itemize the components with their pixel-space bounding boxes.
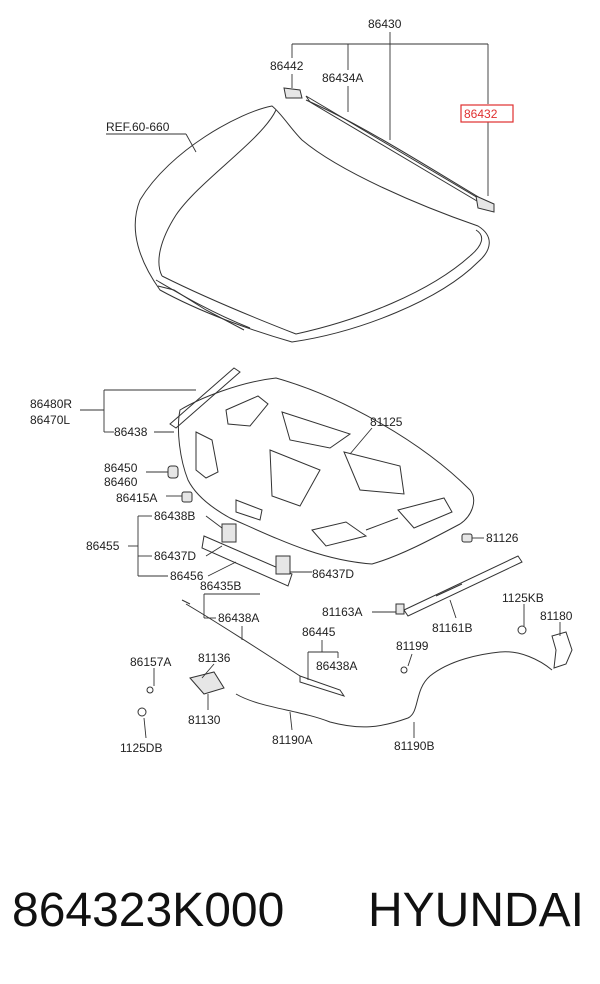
label-86480R[interactable]: 86480R: [30, 397, 72, 411]
label-86437D-left[interactable]: 86437D: [154, 549, 196, 563]
label-81130[interactable]: 81130: [188, 713, 221, 727]
label-81190B[interactable]: 81190B: [394, 739, 434, 753]
label-81161B[interactable]: 81161B: [432, 621, 472, 635]
hood-panel: [134, 87, 495, 343]
hood-inner-panel: [177, 377, 475, 565]
label-86438A-right[interactable]: 86438A: [316, 659, 357, 673]
label-86438B[interactable]: 86438B: [154, 509, 195, 523]
cowl-seal: [201, 523, 293, 587]
label-86445[interactable]: 86445: [302, 625, 336, 639]
label-81163A[interactable]: 81163A: [322, 605, 362, 619]
label-86437D-right[interactable]: 86437D: [312, 567, 354, 581]
label-81136[interactable]: 81136: [198, 651, 231, 665]
part-labels: 86430 86442 86434A 86432 REF.60-660 8648…: [30, 17, 573, 755]
label-86450[interactable]: 86450: [104, 461, 138, 475]
hood-bumper-86450: [167, 465, 179, 479]
label-86442[interactable]: 86442: [270, 59, 304, 73]
label-86157A[interactable]: 86157A: [130, 655, 171, 669]
hood-bumper-86415A: [181, 491, 193, 503]
leader-lines: [80, 32, 561, 739]
hood-rod: [181, 599, 346, 697]
label-81125[interactable]: 81125: [370, 415, 403, 429]
hood-lift-support: [395, 555, 523, 617]
clip-81126: [461, 533, 473, 543]
label-86432[interactable]: 86432: [464, 107, 498, 121]
label-ref-60-660[interactable]: REF.60-660: [106, 120, 170, 134]
label-81180[interactable]: 81180: [540, 609, 573, 623]
label-86415A[interactable]: 86415A: [116, 491, 157, 505]
label-1125KB[interactable]: 1125KB: [502, 591, 544, 605]
hood-hinge: [517, 625, 573, 669]
brand-caption: HYUNDAI: [367, 884, 584, 937]
weatherstrip: [169, 367, 241, 429]
highlight-box-86432: [460, 104, 514, 123]
label-81190A[interactable]: 81190A: [272, 733, 312, 747]
label-86435B[interactable]: 86435B: [200, 579, 241, 593]
label-86430[interactable]: 86430: [368, 17, 402, 31]
label-86460[interactable]: 86460: [104, 475, 138, 489]
label-81126[interactable]: 81126: [486, 531, 519, 545]
label-86438[interactable]: 86438: [114, 425, 148, 439]
label-86470L[interactable]: 86470L: [30, 413, 70, 427]
label-86434A[interactable]: 86434A: [322, 71, 363, 85]
release-cable: [235, 651, 553, 728]
label-81199[interactable]: 81199: [396, 639, 429, 653]
label-86456[interactable]: 86456: [170, 569, 204, 583]
part-number-caption: 864323K000: [12, 884, 285, 937]
label-86455[interactable]: 86455: [86, 539, 120, 553]
hood-latch: [137, 671, 225, 717]
label-1125DB[interactable]: 1125DB: [120, 741, 162, 755]
label-86438A-left[interactable]: 86438A: [218, 611, 259, 625]
